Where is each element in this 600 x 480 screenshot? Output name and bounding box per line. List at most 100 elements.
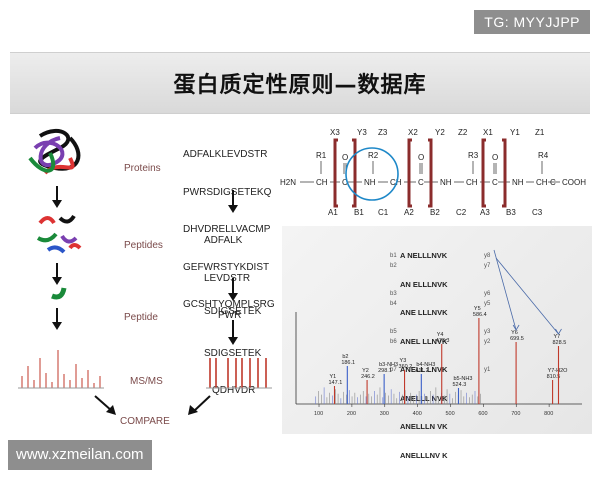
peptide-line: ADFALK xyxy=(204,235,243,246)
svg-text:NH: NH xyxy=(364,178,376,187)
peptide-line: PWR xyxy=(218,310,242,321)
spectrum-panel xyxy=(282,226,592,434)
peak-mz-label: 828.5 xyxy=(552,340,566,346)
r-group: R2 xyxy=(368,151,379,160)
fragment-row: ANELLL NVK xyxy=(400,393,448,403)
peak-label: b2 xyxy=(342,354,348,360)
x-tick-label: 300 xyxy=(380,411,389,417)
peak-mz-label: 524.3 xyxy=(452,382,466,388)
svg-text:C: C xyxy=(550,178,556,187)
label-compare: COMPARE xyxy=(120,416,170,427)
x-tick-label: 600 xyxy=(478,411,487,417)
peak-label: Y1 xyxy=(329,374,336,380)
top-label: X3 xyxy=(330,128,340,137)
fragment-row: ANELLLN VK xyxy=(400,422,448,431)
x-tick-label: 200 xyxy=(347,411,356,417)
page-title: 蛋白质定性原则—数据库 xyxy=(173,73,427,98)
top-label: Z1 xyxy=(535,128,545,137)
selected-peptide: SDIGSETEK xyxy=(204,306,262,317)
peak-mz-label: 147.1 xyxy=(328,380,342,386)
annotation-arrow xyxy=(493,249,517,331)
peak-mz-label: 810.5 xyxy=(547,374,561,380)
bottom-label: C2 xyxy=(456,208,467,217)
peak-mz-label: 586.4 xyxy=(473,312,487,318)
peak-label: Y7-H2O xyxy=(548,368,569,374)
annotation-arrow xyxy=(495,257,559,335)
peak-mz-label: 186.1 xyxy=(341,360,355,366)
peptide-line: QDHVDR xyxy=(212,385,256,396)
bottom-label: B3 xyxy=(506,208,516,217)
top-label: Z2 xyxy=(458,128,468,137)
svg-text:CH: CH xyxy=(316,178,328,187)
fragment-row: A NELLLNVK xyxy=(400,251,448,260)
c-terminus: COOH xyxy=(562,178,586,187)
peak-label: Y6 xyxy=(511,330,518,336)
svg-text:NH: NH xyxy=(512,178,524,187)
peak-label: b3-NH3 xyxy=(379,362,398,368)
bottom-label: A2 xyxy=(404,208,414,217)
svg-text:O: O xyxy=(492,153,498,162)
top-label: Z3 xyxy=(378,128,388,137)
fragment-row: ANE LLLNVK xyxy=(400,308,448,317)
top-label: Y2 xyxy=(435,128,445,137)
fragment-table: A NELLLNVK AN ELLLNVK ANE LLLNVK ANEL LL… xyxy=(400,232,448,470)
protein-tangle-icon xyxy=(28,129,81,175)
peptide-backbone-diagram: X3 Y3 Z3 X2 Y2 Z2 X1 Y1 Z1 A1 B1 C1 A2 B… xyxy=(280,128,586,217)
svg-text:O: O xyxy=(342,153,348,162)
annotation-arrowhead xyxy=(512,324,520,331)
bottom-label: A1 xyxy=(328,208,338,217)
peptide-icon xyxy=(51,287,67,300)
r-group: R1 xyxy=(316,151,327,160)
x-tick-label: 700 xyxy=(511,411,520,417)
peak-mz-label: 699.5 xyxy=(510,336,524,342)
top-label: X2 xyxy=(408,128,418,137)
peak-label: Y3 xyxy=(400,358,407,364)
sequence-line: ADFALKLEVDSTR xyxy=(183,149,268,160)
fragment-row: AN ELLLNVK xyxy=(400,279,448,289)
x-tick-label: 100 xyxy=(314,411,323,417)
peptide-line: SDIGSETEK xyxy=(204,347,262,359)
label-peptide: Peptide xyxy=(124,312,158,323)
svg-text:CH: CH xyxy=(466,178,478,187)
peak-mz-label: 246.2 xyxy=(361,374,375,380)
top-label: Y3 xyxy=(357,128,367,137)
peak-label: b4-NH3 xyxy=(416,362,435,368)
peptides-icon xyxy=(36,214,82,254)
mini-spectrum-icon xyxy=(18,350,104,389)
top-label: X1 xyxy=(483,128,493,137)
peak-label: Y7 xyxy=(553,334,560,340)
peak-label: Y4 xyxy=(437,332,444,338)
stick-spectrum-icon xyxy=(206,358,272,389)
label-msms: MS/MS xyxy=(130,376,163,387)
sequence-line: GCSHTYQMPLSRG xyxy=(183,299,275,310)
fragment-row: ANELLLNV K xyxy=(400,450,448,460)
workflow-illustration xyxy=(18,129,116,415)
peak-mz-label: 411.2 xyxy=(415,368,428,374)
peak-mz-label: 360.2 xyxy=(399,364,413,370)
bottom-label: B2 xyxy=(430,208,440,217)
peak-label: b5-NH3 xyxy=(453,376,472,382)
peak-label: Y5 xyxy=(474,306,481,312)
r-group: R3 xyxy=(468,151,479,160)
label-proteins: Proteins xyxy=(124,163,161,174)
svg-text:C: C xyxy=(492,178,498,187)
fragment-row: ANELL LNVK xyxy=(400,365,448,374)
watermark-top: TG: MYYJJPP xyxy=(474,10,590,34)
r-group: R4 xyxy=(538,151,549,160)
svg-text:NH: NH xyxy=(440,178,452,187)
fragment-row: ANEL LLNVK xyxy=(400,336,448,346)
peptide-line: LEVDSTR xyxy=(204,272,251,284)
peptide-list: ADFALK LEVDSTR PWR SDIGSETEK QDHVDR xyxy=(204,210,261,410)
top-label: Y1 xyxy=(510,128,520,137)
x-tick-label: 400 xyxy=(413,411,422,417)
x-tick-label: 800 xyxy=(544,411,553,417)
cleavage-brackets xyxy=(333,138,507,208)
protein-sequence: ADFALKLEVDSTR PWRSDIGSETEKQ DHVDRELLVACM… xyxy=(183,124,275,324)
middle-arrows xyxy=(188,190,272,415)
bottom-label: C1 xyxy=(378,208,389,217)
sequence-line: GEFWRSTYKDIST xyxy=(183,261,270,273)
bottom-label: B1 xyxy=(354,208,364,217)
